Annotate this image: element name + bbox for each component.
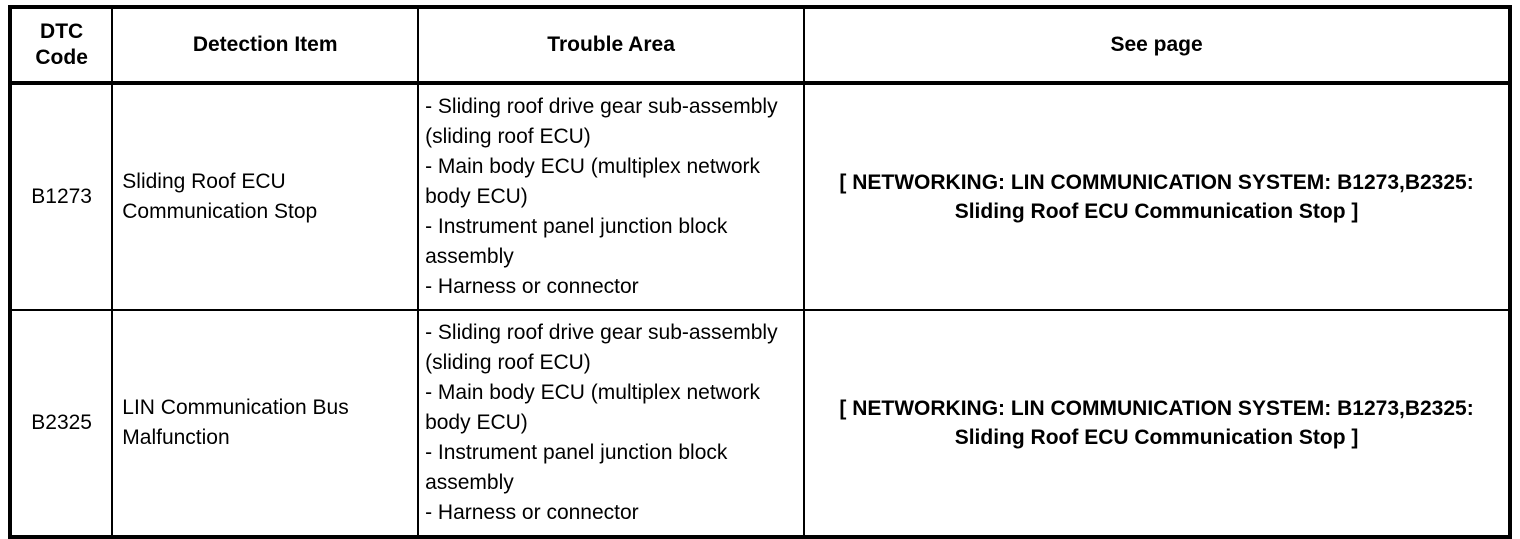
cell-see-page: [ NETWORKING: LIN COMMUNICATION SYSTEM: … bbox=[804, 83, 1510, 310]
column-header-trouble-area: Trouble Area bbox=[418, 7, 806, 85]
cell-detection-item: Sliding Roof ECU Communication Stop bbox=[112, 83, 420, 310]
table-header-row: DTC Code Detection Item Trouble Area See… bbox=[10, 7, 1510, 85]
dtc-reference-table: DTC Code Detection Item Trouble Area See… bbox=[8, 5, 1512, 539]
list-item: - Sliding roof drive gear sub-assembly (… bbox=[425, 95, 778, 148]
list-item: - Instrument panel junction block assemb… bbox=[425, 215, 728, 268]
cell-dtc-code: B2325 bbox=[10, 309, 114, 537]
table-row: B2325 LIN Communication Bus Malfunction … bbox=[10, 309, 1510, 537]
see-page-reference-link[interactable]: [ NETWORKING: LIN COMMUNICATION SYSTEM: … bbox=[839, 397, 1474, 449]
list-item: - Sliding roof drive gear sub-assembly (… bbox=[425, 321, 778, 374]
list-item: - Main body ECU (multiplex network body … bbox=[425, 155, 761, 208]
detection-item-text: LIN Communication Bus Malfunction bbox=[122, 396, 349, 449]
cell-dtc-code: B1273 bbox=[10, 83, 114, 310]
column-header-dtc-code: DTC Code bbox=[10, 7, 114, 85]
see-page-reference-link[interactable]: [ NETWORKING: LIN COMMUNICATION SYSTEM: … bbox=[839, 171, 1474, 223]
detection-item-text: Sliding Roof ECU Communication Stop bbox=[122, 170, 318, 223]
cell-trouble-area: - Sliding roof drive gear sub-assembly (… bbox=[418, 83, 806, 310]
column-header-see-page: See page bbox=[804, 7, 1510, 85]
column-header-detection-item: Detection Item bbox=[112, 7, 420, 85]
list-item: - Harness or connector bbox=[425, 501, 639, 524]
table-row: B1273 Sliding Roof ECU Communication Sto… bbox=[10, 83, 1510, 310]
column-header-dtc-code-line1: DTC bbox=[40, 20, 84, 43]
list-item: - Harness or connector bbox=[425, 275, 639, 298]
trouble-area-list: - Sliding roof drive gear sub-assembly (… bbox=[425, 318, 799, 528]
table-body: B1273 Sliding Roof ECU Communication Sto… bbox=[10, 83, 1510, 537]
cell-trouble-area: - Sliding roof drive gear sub-assembly (… bbox=[418, 309, 806, 537]
column-header-dtc-code-line2: Code bbox=[35, 46, 88, 69]
table-header: DTC Code Detection Item Trouble Area See… bbox=[10, 7, 1510, 85]
list-item: - Main body ECU (multiplex network body … bbox=[425, 381, 761, 434]
list-item: - Instrument panel junction block assemb… bbox=[425, 441, 728, 494]
cell-detection-item: LIN Communication Bus Malfunction bbox=[112, 309, 420, 537]
cell-see-page: [ NETWORKING: LIN COMMUNICATION SYSTEM: … bbox=[804, 309, 1510, 537]
trouble-area-list: - Sliding roof drive gear sub-assembly (… bbox=[425, 92, 799, 302]
